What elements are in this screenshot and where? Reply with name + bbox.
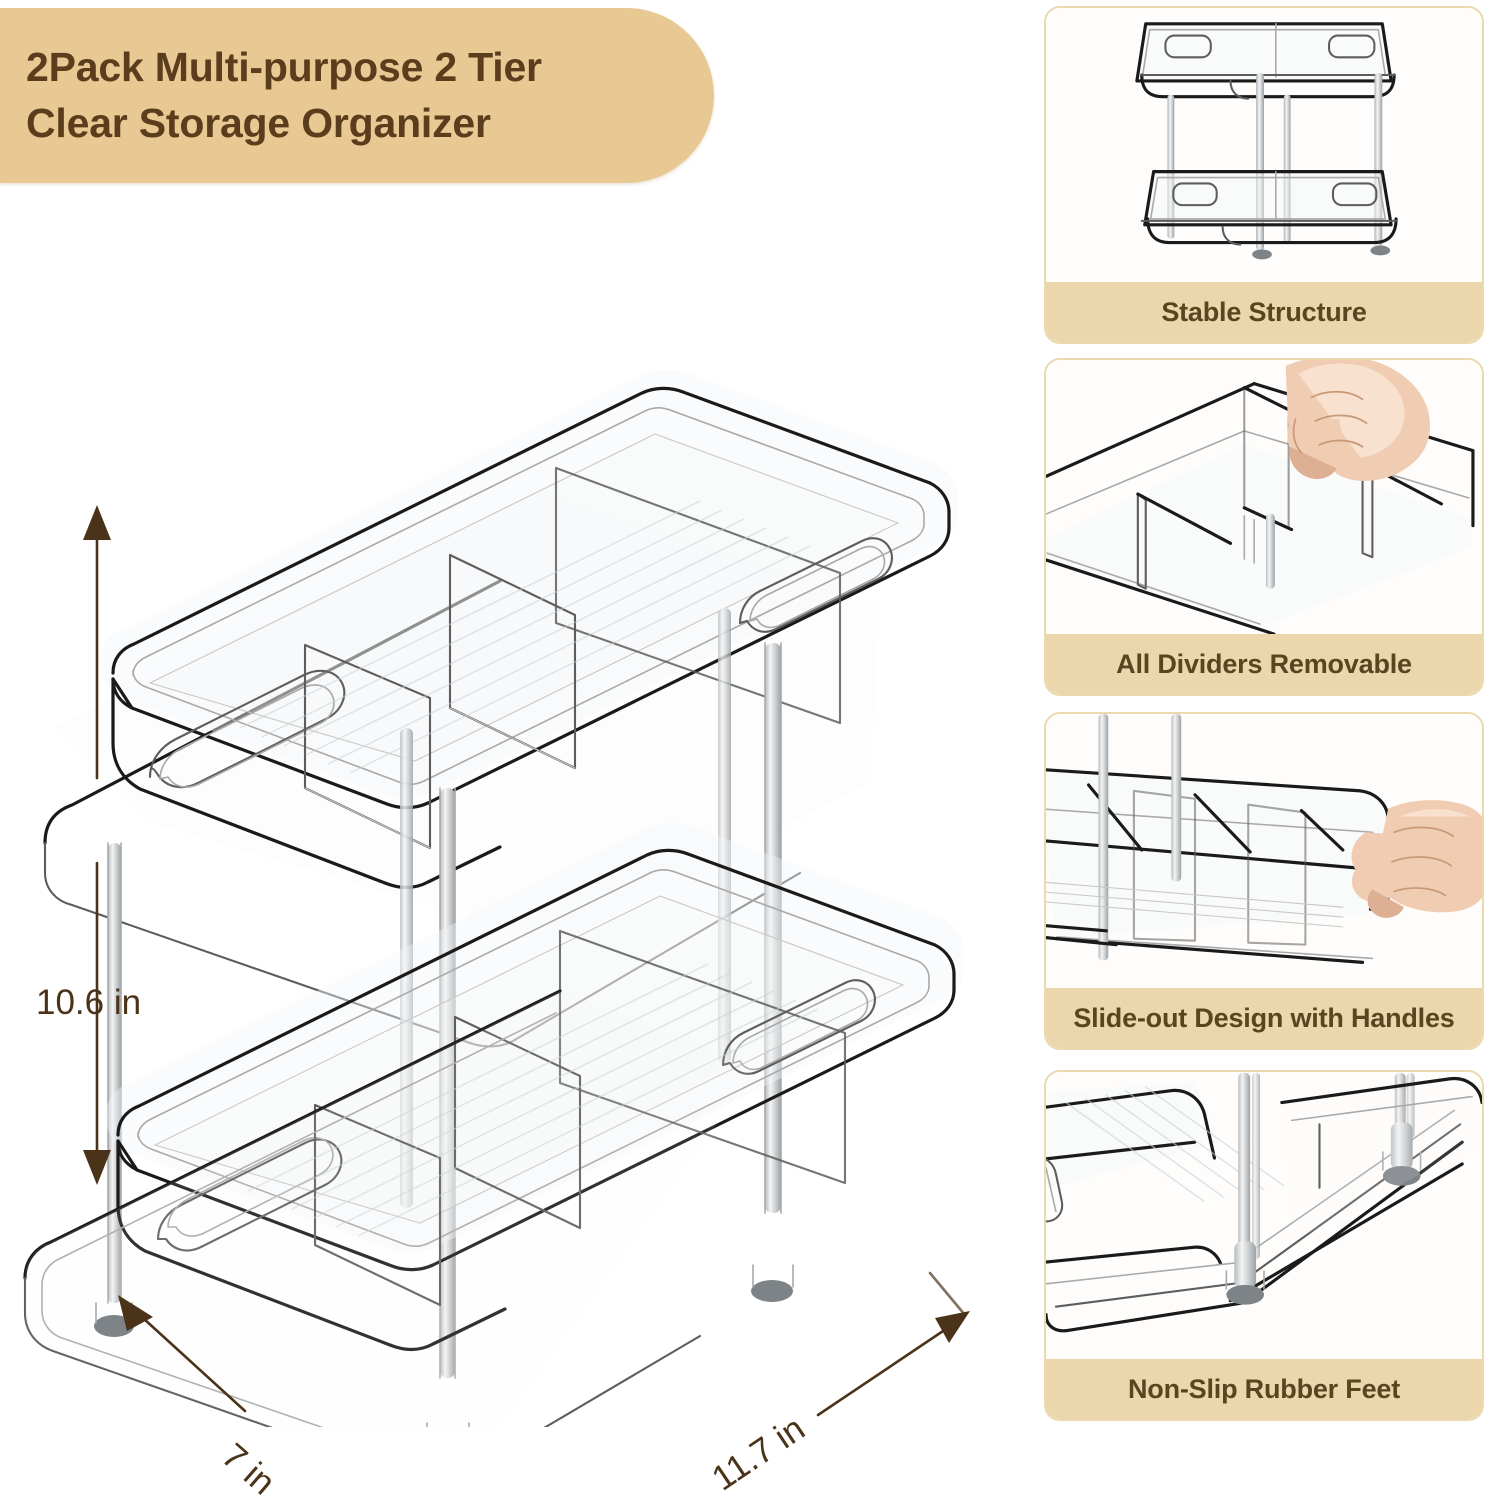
dimension-height-label: 10.6 in [36, 983, 142, 1022]
dimension-depth-label: 7 in [214, 1436, 283, 1503]
feature-panel-dividers-removable: All Dividers Removable [1044, 358, 1484, 696]
feature-image-dividers-removable [1046, 360, 1482, 634]
title-line-2: Clear Storage Organizer [26, 99, 491, 146]
feature-caption-text: Non-Slip Rubber Feet [1128, 1373, 1400, 1404]
title-line-1: 2Pack Multi-purpose 2 Tier [26, 43, 542, 90]
feature-panel-list: Stable Structure [1044, 0, 1492, 1427]
feature-image-rubber-feet [1046, 1072, 1482, 1359]
feature-image-slide-out [1046, 714, 1482, 988]
feature-caption-stable-structure: Stable Structure [1046, 282, 1482, 342]
bottom-tier [23, 823, 964, 1427]
product-diagram [23, 369, 970, 1427]
top-tier [43, 369, 958, 1048]
feature-panel-rubber-feet: Non-Slip Rubber Feet [1044, 1070, 1484, 1421]
feature-image-stable-structure [1046, 8, 1482, 282]
feature-caption-text: Stable Structure [1161, 296, 1367, 327]
dimension-lines [83, 505, 970, 1417]
hand-graphic [1351, 800, 1482, 918]
feature-panel-slide-out: Slide-out Design with Handles [1044, 712, 1484, 1050]
title-banner: 2Pack Multi-purpose 2 Tier Clear Storage… [0, 8, 714, 183]
feature-caption-text: All Dividers Removable [1116, 648, 1412, 679]
feature-caption-text: Slide-out Design with Handles [1073, 1002, 1455, 1033]
feature-panel-stable-structure: Stable Structure [1044, 6, 1484, 344]
feature-caption-dividers-removable: All Dividers Removable [1046, 634, 1482, 694]
feature-caption-slide-out: Slide-out Design with Handles [1046, 988, 1482, 1048]
hero-product-illustration: 10.6 in 7 in 11.7 in [0, 183, 1040, 1502]
feature-caption-rubber-feet: Non-Slip Rubber Feet [1046, 1359, 1482, 1419]
hand-graphic [1285, 360, 1431, 481]
